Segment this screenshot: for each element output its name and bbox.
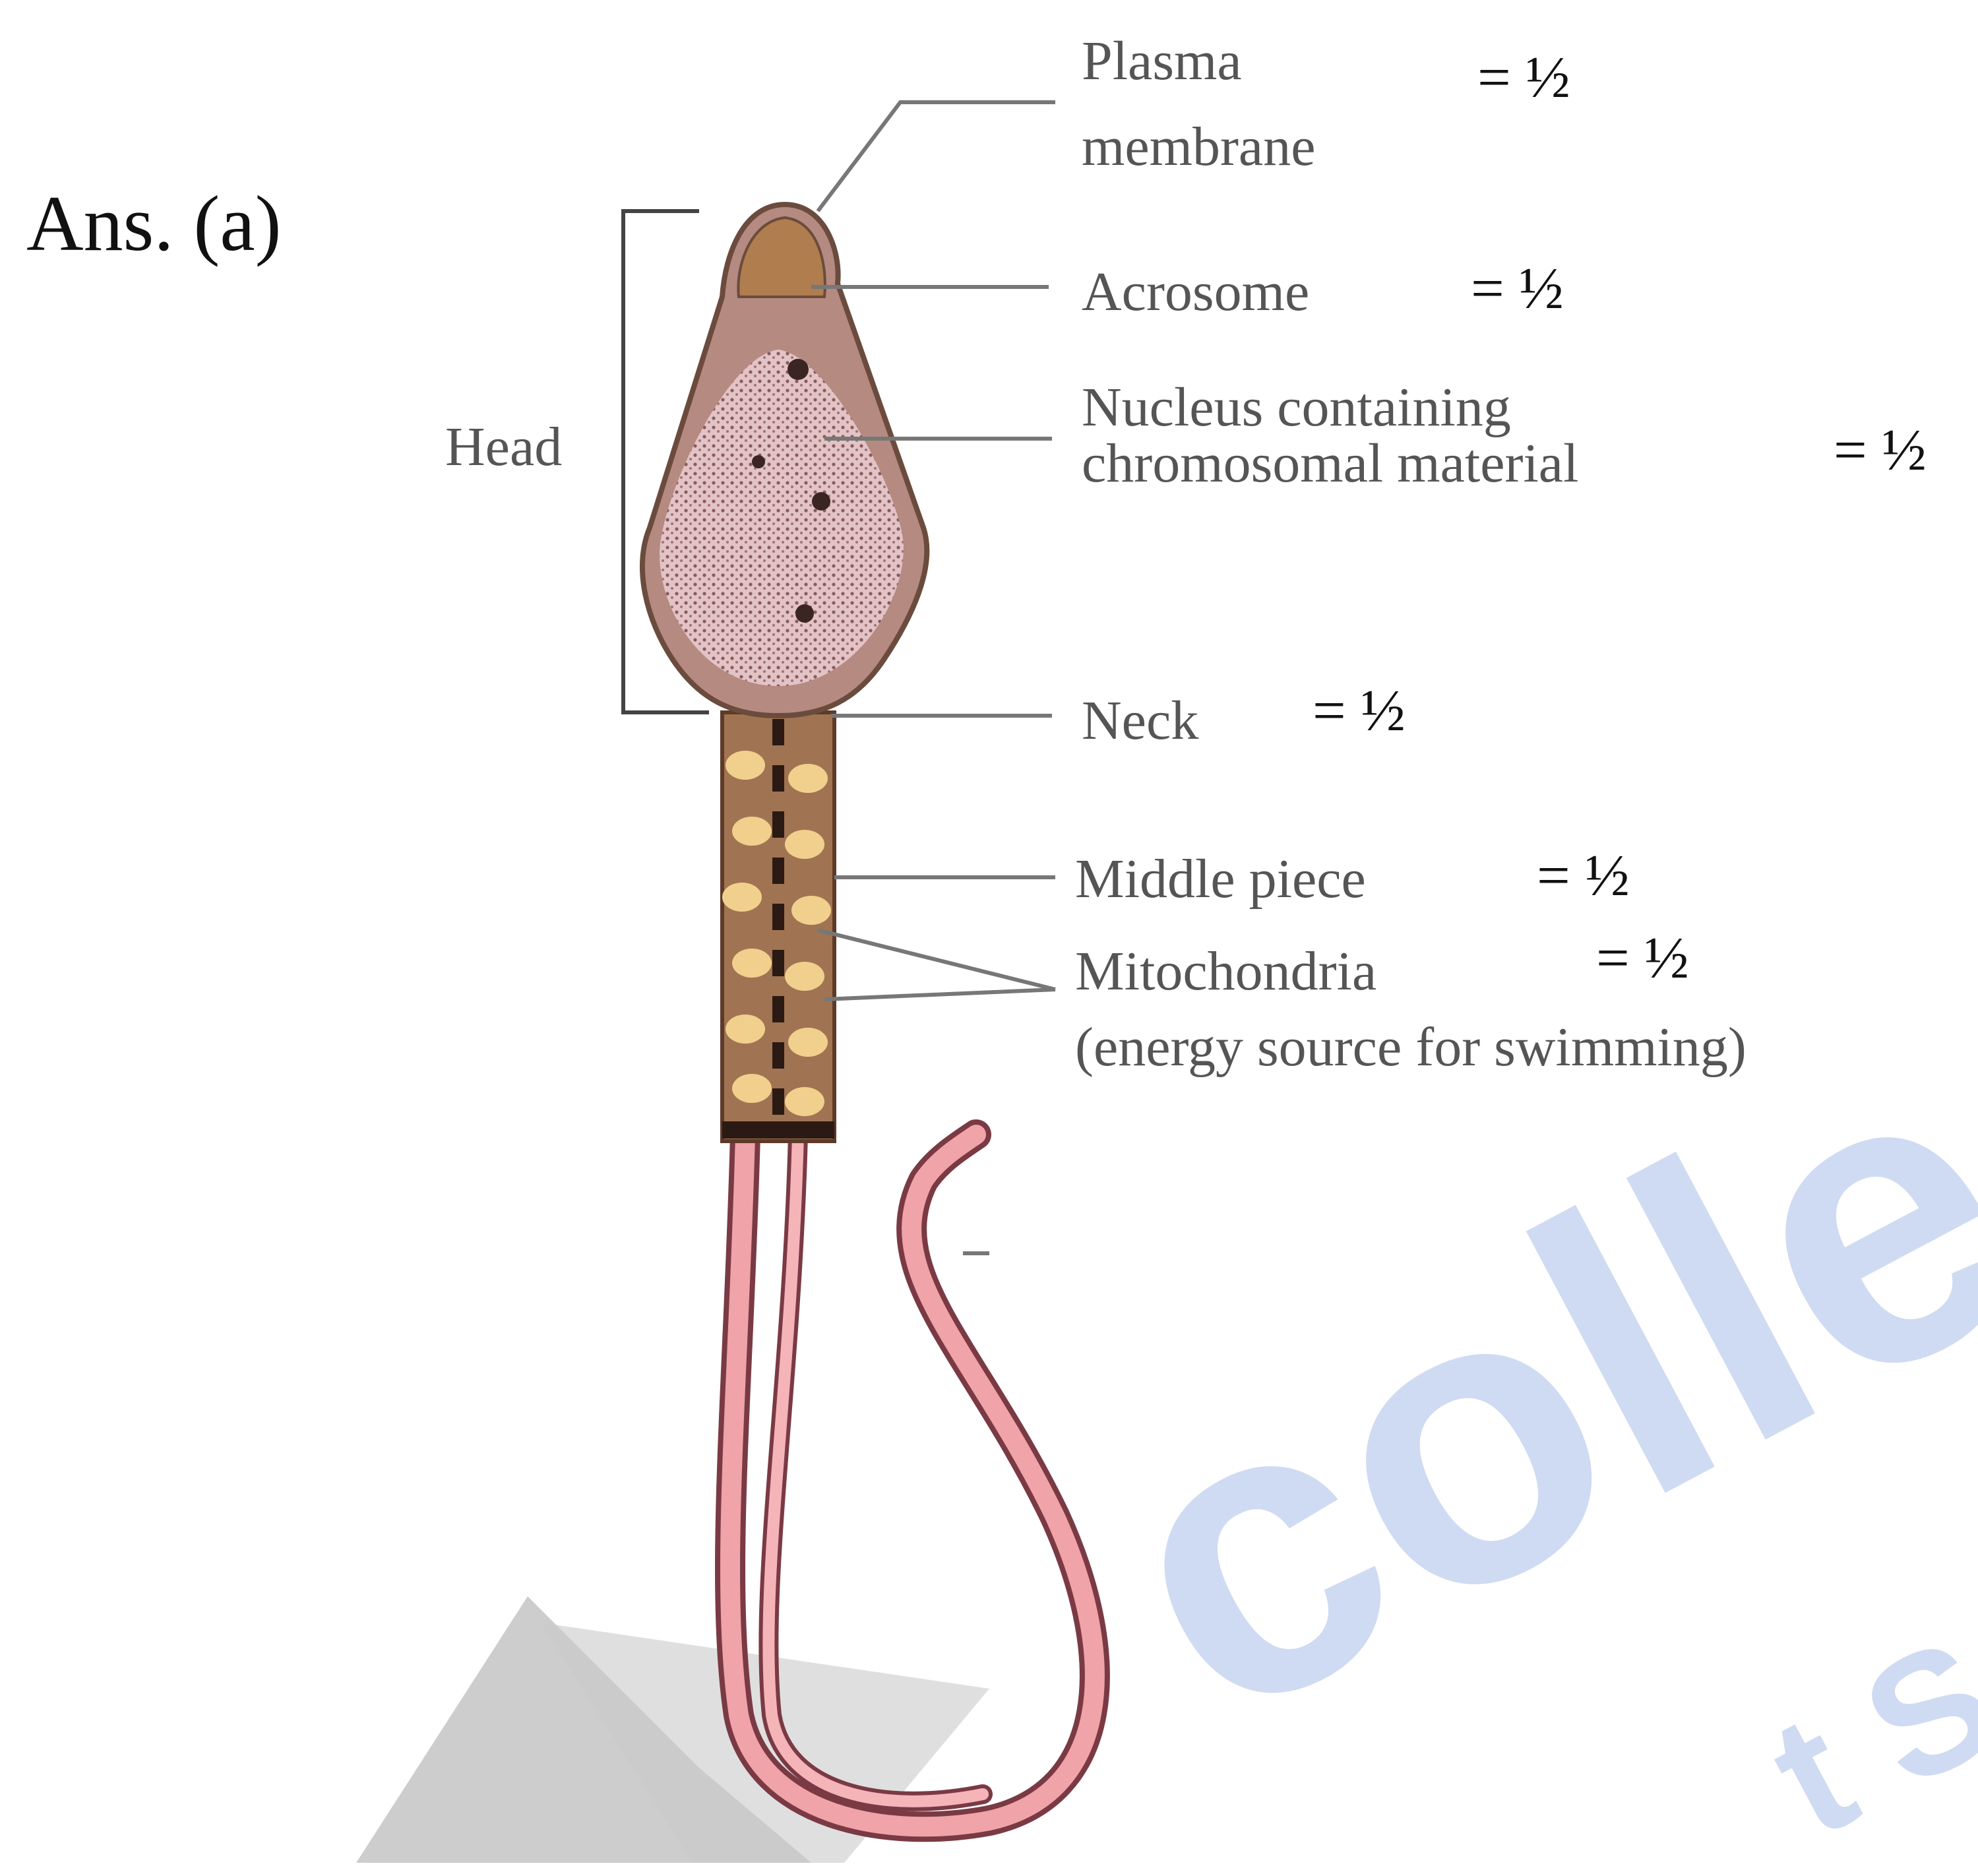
mark-mitochondria: = ½ — [1596, 927, 1689, 990]
label-middle-piece: Middle piece — [1075, 848, 1366, 911]
middle-piece — [722, 712, 834, 1141]
leader-mito — [818, 930, 1055, 999]
mark-nucleus: = ½ — [1834, 419, 1927, 482]
mark-middle-piece: = ½ — [1537, 844, 1630, 908]
label-plasma-membrane-1: Plasma — [1082, 30, 1242, 93]
label-head: Head — [445, 416, 562, 479]
label-nucleus-2: chromosomal material — [1082, 432, 1578, 495]
mark-plasma-membrane: = ½ — [1477, 46, 1570, 109]
label-acrosome: Acrosome — [1082, 261, 1309, 324]
mark-acrosome: = ½ — [1471, 257, 1564, 321]
head — [642, 204, 927, 716]
label-mitochondria-1: Mitochondria — [1075, 940, 1376, 1003]
label-nucleus-1: Nucleus containing — [1082, 376, 1511, 439]
label-mitochondria-2: (energy source for swimming) — [1075, 1016, 1746, 1079]
label-neck: Neck — [1082, 689, 1198, 753]
label-plasma-membrane-2: membrane — [1082, 115, 1316, 179]
leader-plasma — [818, 102, 1055, 211]
mark-neck: = ½ — [1313, 679, 1406, 743]
